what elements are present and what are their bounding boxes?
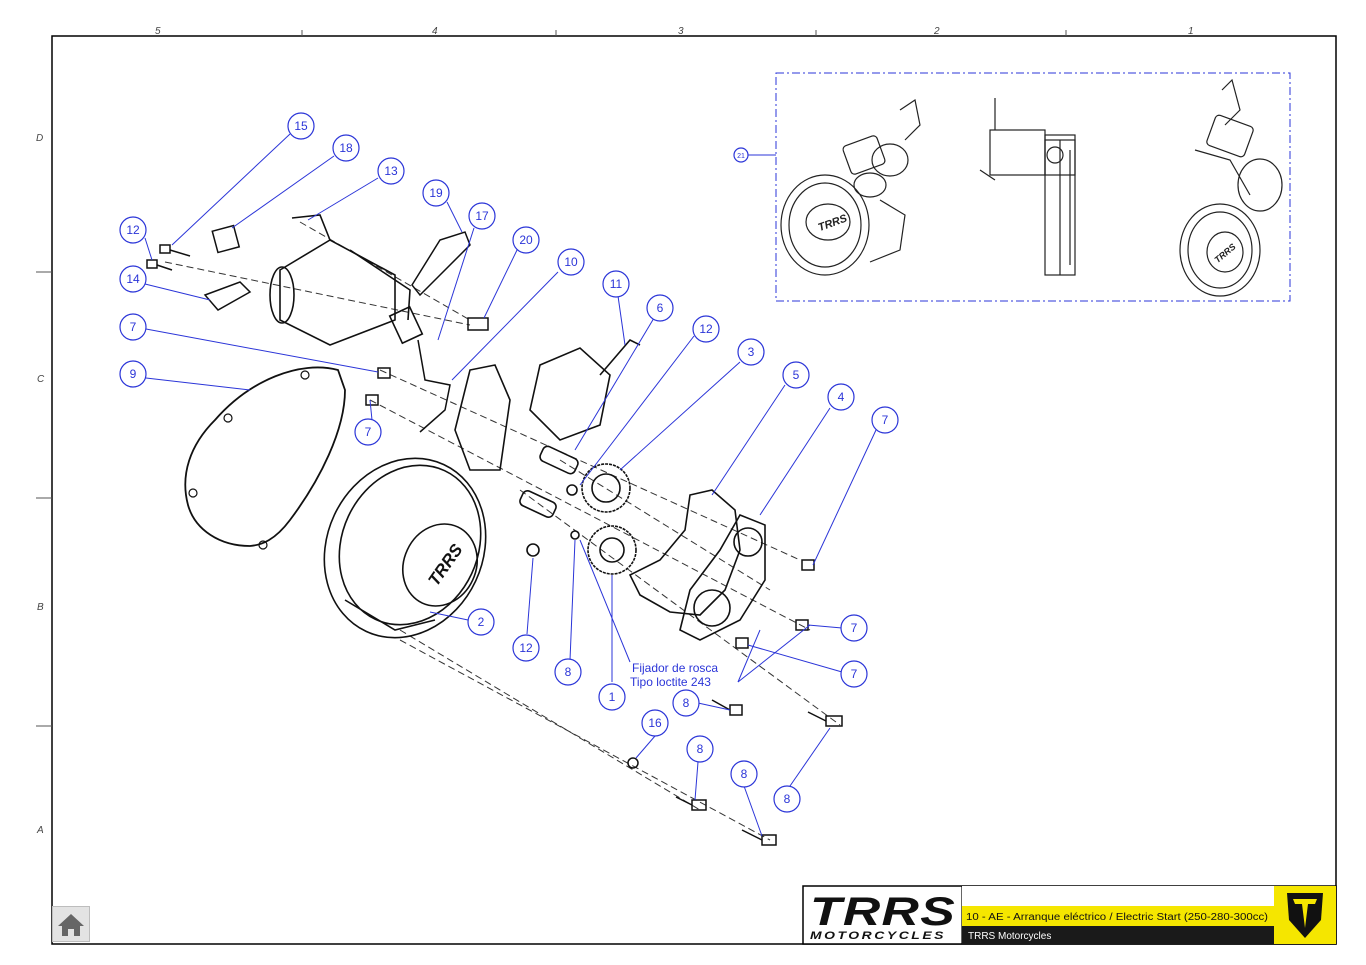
part-starter-motor-13 — [269, 214, 424, 346]
drawing-frame — [51, 35, 1337, 945]
callout-11: 11 — [610, 277, 623, 291]
callout-7-b: 7 — [882, 413, 889, 427]
callout-4: 4 — [838, 390, 845, 404]
callout-6: 6 — [657, 301, 664, 315]
part-gasket-5 — [628, 489, 741, 616]
title-dark-band — [962, 926, 1274, 944]
callout-16: 16 — [648, 716, 662, 730]
callout-8-d: 8 — [741, 767, 748, 781]
callout-2: 2 — [478, 615, 485, 629]
callout-18: 18 — [339, 141, 353, 155]
company-name: TRRS Motorcycles — [968, 931, 1051, 942]
callout-3: 3 — [748, 345, 755, 359]
callout-12-a: 12 — [126, 223, 140, 237]
zone-ticks — [36, 30, 1067, 727]
part-gear-cover-4 — [679, 513, 766, 641]
trrs-shield-icon — [1287, 893, 1323, 938]
callout-5: 5 — [793, 368, 800, 382]
callout-8-e: 8 — [784, 792, 791, 806]
callout-21: 21 — [737, 153, 745, 160]
explode-axis-lines — [164, 221, 841, 841]
row-label-b: B — [37, 602, 44, 613]
inset-view-rear — [1179, 78, 1283, 297]
callout-20: 20 — [519, 233, 533, 247]
cover-logo: TRRS — [424, 540, 466, 589]
title-yellow-band — [962, 906, 1274, 926]
callout-17: 17 — [475, 209, 489, 223]
col-label-1: 1 — [1188, 26, 1194, 37]
callout-12-b: 12 — [699, 322, 713, 336]
home-button[interactable] — [52, 906, 90, 942]
callout-8-a: 8 — [565, 665, 572, 679]
part-small-bolts — [146, 224, 489, 406]
callout-19: 19 — [429, 186, 443, 200]
part-relay-11 — [529, 339, 641, 441]
callout-1: 1 — [609, 690, 616, 704]
callout-12-c: 12 — [519, 641, 533, 655]
callout-9: 9 — [130, 367, 137, 381]
row-label-a: A — [36, 825, 44, 836]
part-bracket-17 — [411, 231, 471, 433]
part-cover-bolts — [627, 559, 843, 846]
inset-view-side — [979, 98, 1076, 276]
callout-15: 15 — [294, 119, 308, 133]
part-gears — [519, 445, 637, 575]
row-label-d: D — [36, 133, 43, 144]
callout-13: 13 — [384, 164, 398, 178]
callout-14: 14 — [126, 272, 140, 286]
note-line-1: Fijador de rosca — [632, 661, 718, 675]
callout-circles — [119, 112, 899, 813]
callout-7-e: 7 — [851, 667, 858, 681]
home-icon — [58, 914, 84, 936]
title-block — [802, 885, 1337, 945]
drawing-title: 10 - AE - Arranque eléctrico / Electric … — [966, 912, 1268, 923]
callout-10: 10 — [564, 255, 578, 269]
title-logo-sub: MOTORCYCLES — [810, 930, 946, 942]
col-label-2: 2 — [933, 26, 940, 37]
part-stator-cover-2 — [323, 364, 511, 639]
col-label-3: 3 — [678, 26, 684, 37]
row-label-c: C — [37, 374, 45, 385]
part-gasket-9 — [184, 366, 346, 547]
note-line-2: Tipo loctite 243 — [630, 675, 711, 689]
title-logo-main: TRRS — [810, 890, 956, 934]
col-label-5: 5 — [155, 26, 161, 37]
callout-8-b: 8 — [683, 696, 690, 710]
leader-lines — [144, 133, 877, 837]
col-label-4: 4 — [432, 26, 438, 37]
callout-7-a: 7 — [130, 320, 137, 334]
callout-7-c: 7 — [365, 425, 372, 439]
inset-logo-1: TRRS — [817, 212, 850, 234]
inset-view-front — [780, 99, 921, 276]
assembly-inset-box — [775, 72, 1291, 302]
callout-7-d: 7 — [851, 621, 858, 635]
callout-8-c: 8 — [697, 742, 704, 756]
inset-logo-2: TRRS — [1212, 242, 1237, 265]
